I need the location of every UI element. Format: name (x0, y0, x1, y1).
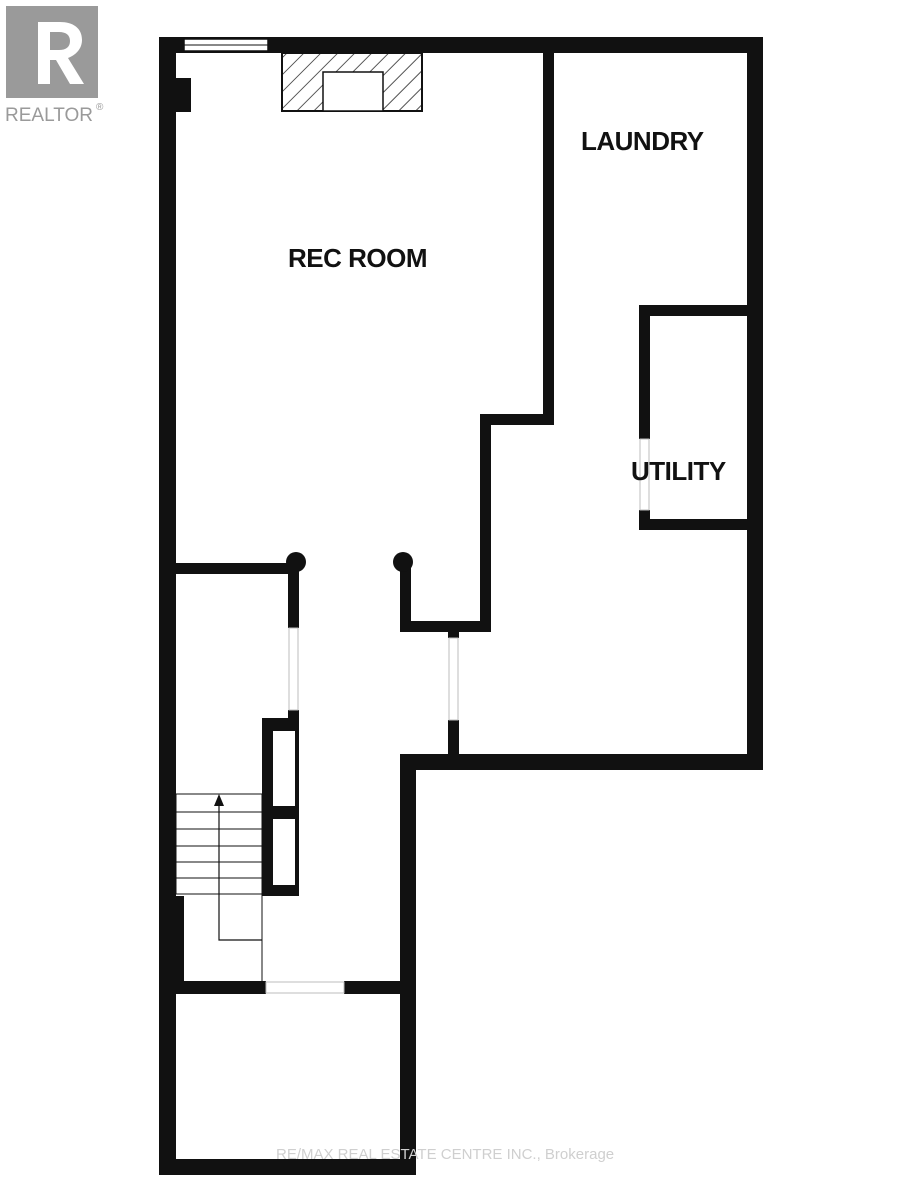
wall-step-vertical (480, 414, 491, 632)
door-knob-right (393, 552, 413, 572)
outer-wall-lower-right (400, 754, 416, 1175)
closet-lower (273, 819, 295, 885)
closet-interiors (273, 731, 295, 885)
corner-column (159, 78, 191, 112)
outer-wall-left (159, 37, 176, 1175)
room-label-laundry: LAUNDRY (581, 126, 704, 156)
door-lower-room (265, 981, 345, 994)
outer-wall-top (159, 37, 763, 53)
wall-door-jamb-right (400, 563, 411, 632)
wall-stair-jamb (288, 563, 299, 628)
wall-rec-laundry (543, 37, 554, 425)
realtor-registered-mark: ® (96, 102, 104, 113)
closet-upper (273, 731, 295, 806)
realtor-r-glyph (38, 22, 84, 84)
window-top (183, 38, 269, 52)
wall-laundry-door-top (448, 626, 459, 638)
door-utility (639, 438, 650, 511)
utility-wall-top (639, 305, 763, 316)
realtor-wordmark: REALTOR (5, 105, 93, 126)
wall-door-return (400, 621, 491, 632)
wall-laundry-door-bottom (448, 720, 459, 770)
realtor-logo: REALTOR ® (5, 6, 104, 126)
utility-wall-bottom (639, 519, 763, 530)
door-laundry (448, 637, 459, 721)
outer-wall-right (747, 37, 763, 770)
wall-lower-room-right (344, 981, 416, 994)
wall-lower-room-left (176, 981, 266, 994)
fireplace-firebox (322, 71, 384, 112)
stairs (175, 793, 263, 981)
utility-wall-left-top (639, 305, 650, 439)
outer-wall-bottom (159, 1159, 416, 1175)
brokerage-watermark: RE/MAX REAL ESTATE CENTRE INC., Brokerag… (276, 1146, 614, 1163)
wall-stair-top (159, 563, 299, 574)
walls (159, 37, 763, 1175)
room-label-rec-room: REC ROOM (288, 243, 427, 273)
stair-arrow-line (218, 802, 262, 941)
stair-side-wall (176, 896, 184, 986)
door-stair (288, 627, 299, 711)
stair-arrow-up-icon (214, 794, 224, 806)
fireplace (281, 52, 423, 112)
door-openings (265, 438, 650, 994)
room-label-utility: UTILITY (631, 456, 726, 486)
wall-step-horizontal (480, 414, 554, 425)
outer-wall-bottom-right (400, 754, 763, 770)
